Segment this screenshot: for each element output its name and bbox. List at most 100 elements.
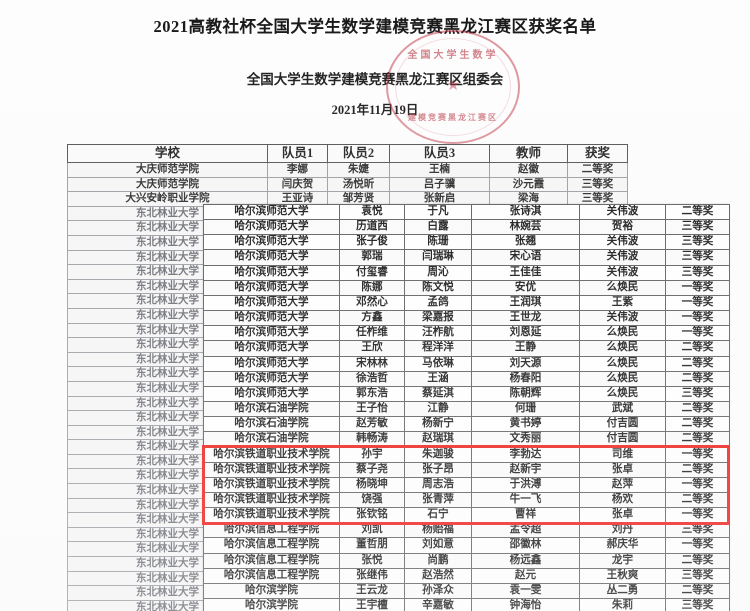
cell-prize: 二等奖 [665, 552, 730, 569]
cell-member2: 蔡延淇 [404, 385, 472, 403]
cell-teacher: 武斌 [579, 401, 666, 418]
cell-teacher: 么焕民 [579, 385, 666, 403]
table-row[interactable]: 哈尔滨师范大学任柞维汪柞航刘恩延么焕民一等奖 [203, 325, 730, 342]
table-row[interactable]: 哈尔滨信息工程学院张继伟赵浩然赵元王秋爽三等奖 [203, 567, 730, 584]
cell-member2: 张青萍 [404, 491, 472, 509]
cell-member1: 徐浩哲 [339, 370, 405, 387]
cell-member3: 邵徽林 [471, 537, 580, 554]
cell-member2: 汤悦昕 [327, 176, 390, 193]
bg-col-member1: 队员1 [267, 144, 328, 163]
table-row[interactable]: 哈尔滨师范大学郭瑞闫瑞琳宋心语关伟波三等奖 [203, 249, 730, 266]
cell-teacher: 贺裕 [579, 219, 666, 236]
cell-prize: 二等奖 [665, 431, 730, 448]
cell-member3: 王佳佳 [471, 264, 580, 281]
table-row[interactable]: 哈尔滨师范大学王欣程洋洋王静么焕民二等奖 [203, 340, 730, 357]
cell-member1: 历道西 [339, 219, 405, 236]
cell-member3: 王楠 [389, 162, 490, 178]
cell-member2: 孟鸽 [404, 294, 472, 312]
cell-prize: 二等奖 [665, 203, 730, 221]
table-row[interactable]: 哈尔滨师范大学袁悦于凡张诗淇关伟波二等奖 [203, 203, 730, 221]
table-row[interactable]: 哈尔滨师范大学宋林林马依琳刘天源么焕民二等奖 [203, 355, 730, 372]
cell-member2: 江静 [404, 401, 472, 418]
table-row[interactable]: 大庆师范学院李娜朱婕王楠赵徽二等奖 [67, 162, 628, 178]
cell-school: 哈尔滨石油学院 [203, 401, 340, 418]
table-row[interactable]: 哈尔滨师范大学张子俊陈珊张翘关伟波三等奖 [203, 234, 730, 251]
table-row[interactable]: 哈尔滨铁道职业技术学院张钦铭石宁曹祥张卓一等奖 [203, 507, 730, 524]
bg-col-teacher: 教师 [489, 144, 568, 163]
cell-teacher: 付吉圆 [579, 431, 666, 448]
cell-member3: 文秀丽 [471, 431, 580, 448]
cell-teacher: 赵徽 [489, 162, 568, 178]
table-row[interactable]: 哈尔滨石油学院赵芳敏杨新宁黄书婷付吉圆二等奖 [203, 416, 730, 433]
table-row[interactable]: 哈尔滨铁道职业技术学院蔡子尧张子昂赵新宇张卓二等奖 [203, 461, 730, 478]
cell-prize: 二等奖 [665, 416, 730, 433]
table-row[interactable]: 哈尔滨学院王宇檀辛嘉敏钟海怡朱莉三等奖 [203, 598, 730, 611]
table-row[interactable]: 哈尔滨学院王云龙孙泽众袁一雯丛二勇二等奖 [203, 582, 730, 600]
cell-prize: 三等奖 [665, 249, 730, 266]
cell-teacher: 杨欢 [579, 491, 666, 509]
cell-member3: 安优 [471, 279, 580, 296]
cell-member1: 方鑫 [339, 310, 405, 327]
cell-school: 哈尔滨师范大学 [203, 249, 340, 266]
cell-member1: 王子怡 [339, 401, 405, 418]
seal-top-text: 全国大学生数学 [407, 50, 499, 61]
cell-school: 哈尔滨信息工程学院 [203, 522, 340, 539]
cell-teacher: 刘丹 [579, 522, 666, 539]
cell-member3: 牛一飞 [471, 491, 580, 509]
cell-prize: 三等奖 [567, 176, 628, 193]
table-row[interactable]: 哈尔滨师范大学方鑫梁嘉报王世龙关伟波一等奖 [203, 310, 730, 327]
cell-member2: 马依琳 [404, 355, 472, 372]
cell-teacher: 张卓 [579, 507, 666, 524]
cell-teacher: 么焕民 [579, 279, 666, 296]
cell-school: 哈尔滨学院 [203, 582, 340, 600]
cell-member3: 王世龙 [471, 310, 580, 327]
cell-teacher: 司维 [579, 446, 666, 463]
cell-school: 哈尔滨师范大学 [203, 385, 340, 403]
cell-member3: 何珊 [471, 401, 580, 418]
cell-prize: 一等奖 [665, 446, 730, 463]
cell-prize: 三等奖 [665, 567, 730, 584]
table-row[interactable]: 哈尔滨师范大学徐浩哲王涵杨春阳么焕民二等奖 [203, 370, 730, 387]
table-row[interactable]: 哈尔滨师范大学郭东浩蔡延淇陈朝辉么焕民三等奖 [203, 385, 730, 403]
cell-member1: 张子俊 [339, 234, 405, 251]
table-row[interactable]: 大庆师范学院闫庆贺汤悦昕吕子骥沙元霞三等奖 [67, 176, 628, 193]
cell-teacher: 关伟波 [579, 203, 666, 221]
bg-col-school: 学校 [67, 144, 268, 163]
cell-member1: 张钦铭 [339, 507, 405, 524]
cell-member1: 陈娜 [339, 279, 405, 296]
cell-member3: 赵新宇 [471, 461, 580, 478]
cell-member1: 孙宇 [339, 446, 405, 463]
table-row[interactable]: 哈尔滨师范大学历道西白露林婉芸贺裕三等奖 [203, 219, 730, 236]
bg-col-member3: 队员3 [389, 144, 490, 163]
cell-member2: 闫瑞琳 [404, 249, 472, 266]
table-row[interactable]: 哈尔滨师范大学邓然心孟鸽王润琪王紫一等奖 [203, 294, 730, 312]
table-row[interactable]: 哈尔滨信息工程学院董哲朋刘如意邵徽林郝庆华一等奖 [203, 537, 730, 554]
table-row[interactable]: 哈尔滨铁道职业技术学院饶强张青萍牛一飞杨欢二等奖 [203, 491, 730, 509]
cell-member1: 王云龙 [339, 582, 405, 600]
cell-member3: 钟海怡 [471, 598, 580, 611]
cell-prize: 一等奖 [665, 537, 730, 554]
table-row[interactable]: 哈尔滨铁道职业技术学院杨晓坤周志浩于洪溥赵萍一等奖 [203, 476, 730, 493]
cell-teacher: 沙元霞 [489, 176, 568, 193]
table-row[interactable]: 哈尔滨石油学院王子怡江静何珊武斌二等奖 [203, 401, 730, 418]
cell-prize: 一等奖 [665, 279, 730, 296]
table-row[interactable]: 哈尔滨信息工程学院张悦尚鹏杨远鑫龙宇二等奖 [203, 552, 730, 569]
cell-teacher: 龙宇 [579, 552, 666, 569]
table-row[interactable]: 哈尔滨师范大学陈娜陈文悦安优么焕民一等奖 [203, 279, 730, 296]
cell-school: 哈尔滨师范大学 [203, 370, 340, 387]
cell-member3: 杨远鑫 [471, 552, 580, 569]
cell-member2: 赵浩然 [404, 567, 472, 584]
cell-member1: 王欣 [339, 340, 405, 357]
cell-teacher: 么焕民 [579, 325, 666, 342]
issuing-organization: 全国大学生数学建模竞赛黑龙江赛区组委会 [246, 72, 504, 87]
cell-school: 哈尔滨石油学院 [203, 431, 340, 448]
cell-member1: 闫庆贺 [267, 176, 328, 193]
cell-prize: 二等奖 [665, 370, 730, 387]
table-row[interactable]: 哈尔滨石油学院韩畅涛赵瑞琪文秀丽付吉圆二等奖 [203, 431, 730, 448]
table-row[interactable]: 哈尔滨铁道职业技术学院孙宇朱迦骏李勃达司维一等奖 [203, 446, 730, 463]
table-row[interactable]: 大兴安岭职业学院王亚诗邹芳贤张新启梁海三等奖 [67, 191, 628, 207]
table-row[interactable]: 哈尔滨师范大学付玺睿周沁王佳佳关伟波三等奖 [203, 264, 730, 281]
table-row[interactable]: 哈尔滨信息工程学院刘凯杨贻福孟令超刘丹三等奖 [203, 522, 730, 539]
cell-member1: 董哲朋 [339, 537, 405, 554]
cell-member3: 于洪溥 [471, 476, 580, 493]
